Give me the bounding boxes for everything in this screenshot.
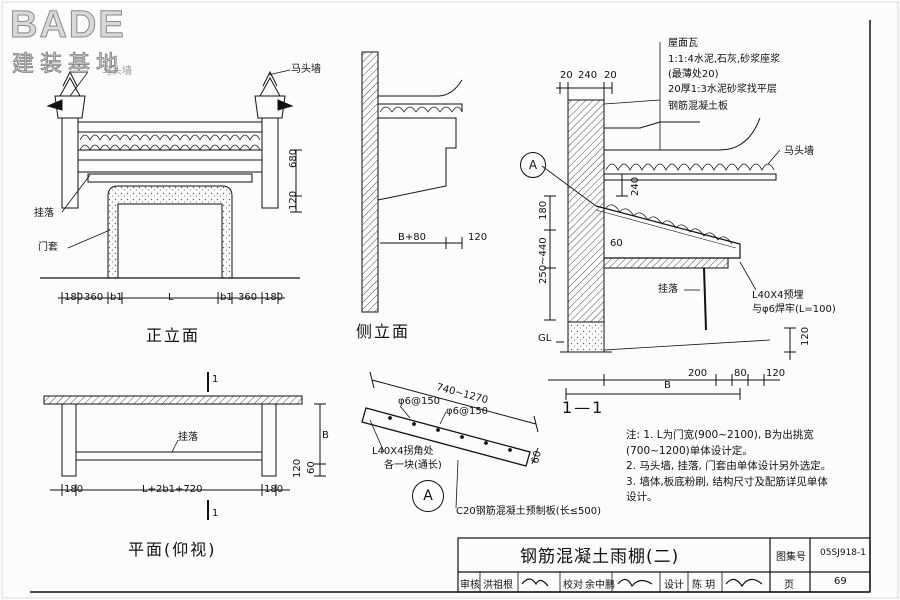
- sec-dim-60: 60: [610, 238, 623, 249]
- sec-dim-200: 200: [688, 368, 708, 379]
- title-block-lines: [457, 537, 871, 593]
- front-view-caption: 正立面: [146, 326, 201, 345]
- gl-label: GL: [538, 333, 552, 344]
- sec-dim-B: B: [664, 380, 671, 391]
- plan-mark-top: 1: [212, 374, 219, 385]
- tb-page-number: 69: [834, 576, 847, 587]
- side-dim-b80: B+80: [398, 232, 426, 243]
- plan-dim-B: B: [322, 430, 329, 441]
- detail-rebar-2: φ6@150: [446, 406, 489, 417]
- layer-5: 钢筋混凝土板: [668, 101, 728, 112]
- sec-dim-20a: 20: [560, 70, 573, 81]
- tb-design-label: 设计: [664, 580, 684, 591]
- logo-subtitle: 建装基地: [12, 52, 125, 78]
- detail-a-drawing: [361, 371, 539, 509]
- sec-dim-180: 180: [538, 200, 549, 220]
- door-cover-label: 门套: [38, 242, 58, 253]
- plan-dim-180a: 180: [64, 484, 84, 495]
- logo-brand: BADE: [10, 4, 126, 47]
- plan-view-caption: 平面(仰视): [128, 540, 217, 559]
- sec-dim-240v: 240: [630, 176, 641, 196]
- atlas-label: 图集号: [776, 552, 806, 563]
- layer-2: 1:1:4水泥,石灰,砂浆座浆: [668, 54, 781, 65]
- plan-dim-total: L+2b1+720: [142, 484, 203, 495]
- note-line: 注: 1. L为门宽(900~2100), B为出挑宽: [626, 429, 814, 441]
- tb-page-label: 页: [784, 580, 794, 591]
- front-dim-6: 360: [238, 292, 258, 303]
- section-caption: 1—1: [562, 398, 605, 417]
- section-a-ref: A: [520, 152, 546, 178]
- front-view-drawing: [40, 69, 302, 304]
- sec-dim-120-right: 120: [800, 326, 811, 346]
- plan-dim-60: 60: [306, 461, 317, 474]
- angle-note-1: L40X4预埋: [752, 290, 804, 301]
- sec-dim-250-440: 250~440: [538, 237, 549, 284]
- front-dim-7: 180: [264, 292, 284, 303]
- sec-hanging-fall-label: 挂落: [658, 284, 678, 295]
- sec-horse-head-wall-label: 马头墙: [784, 146, 814, 157]
- tb-reviewer: 洪祖根: [483, 580, 513, 591]
- side-dim-120: 120: [468, 232, 488, 243]
- layer-3: (最薄处20): [668, 69, 719, 80]
- plan-dim-180b: 180: [264, 484, 284, 495]
- detail-a-mark: A: [412, 480, 444, 512]
- atlas-number: 05SJ918-1: [820, 548, 866, 558]
- layer-1: 屋面瓦: [668, 38, 698, 49]
- front-horse-head-wall-label: 马头墙: [291, 64, 321, 75]
- tb-check-label: 校对: [563, 580, 583, 591]
- detail-slab-label: C20钢筋混凝土预制板(长≤500): [456, 506, 601, 517]
- sec-dim-20b: 20: [604, 70, 617, 81]
- sec-dim-120b: 120: [766, 368, 786, 379]
- drawing-title: 钢筋混凝土雨棚(二): [520, 547, 680, 567]
- front-dim-2: 360: [84, 292, 104, 303]
- front-dim-3: b1: [110, 292, 123, 303]
- note-line: 3. 墙体,板底粉刷, 结构尺寸及配筋详见单体: [626, 475, 828, 488]
- plan-mark-bottom: 1: [212, 508, 219, 519]
- horse-head-wall-ghost-label: 马头墙: [102, 66, 132, 77]
- tb-review-label: 审核: [460, 580, 480, 591]
- front-hanging-fall-label: 挂落: [34, 208, 54, 219]
- section-1-1-drawing: [541, 42, 796, 400]
- front-dim-5: b1: [220, 292, 233, 303]
- detail-rebar-1: φ6@150: [398, 396, 441, 407]
- note-line: 设计。: [626, 491, 658, 504]
- tb-checker: 余中鹏: [585, 580, 615, 591]
- front-dim-680: 680: [288, 148, 299, 168]
- sec-dim-240: 240: [578, 70, 598, 81]
- front-dim-120: 120: [288, 190, 299, 210]
- note-line: 2. 马头墙, 挂落, 门套由单体设计另外选定。: [626, 460, 832, 473]
- detail-angle-1: L40X4拐角处: [372, 446, 434, 457]
- front-dim-1: 180: [64, 292, 84, 303]
- detail-a-mark-text: A: [423, 488, 433, 504]
- detail-angle-2: 各一块(通长): [384, 460, 442, 471]
- layer-4: 20厚1:3水泥砂浆找平层: [668, 84, 777, 95]
- sec-dim-80: 80: [734, 368, 747, 379]
- side-view-drawing: [361, 51, 463, 313]
- general-notes: 注: 1. L为门宽(900~2100), B为出挑宽 (700~1200)单体…: [626, 428, 831, 506]
- plan-hanging-fall-label: 挂落: [178, 432, 198, 443]
- tb-designer: 陈 玥: [692, 580, 716, 591]
- angle-note-2: 与φ6焊牢(L=100): [752, 304, 836, 315]
- section-a-ref-text: A: [528, 158, 538, 172]
- plan-dim-120: 120: [292, 458, 303, 478]
- bade-logo: BADE 建装基地: [6, 4, 152, 78]
- plan-view-drawing: [43, 372, 326, 520]
- front-dim-4: L: [168, 292, 174, 303]
- side-view-caption: 侧立面: [356, 322, 411, 341]
- note-line: (700~1200)单体设计定。: [626, 444, 753, 457]
